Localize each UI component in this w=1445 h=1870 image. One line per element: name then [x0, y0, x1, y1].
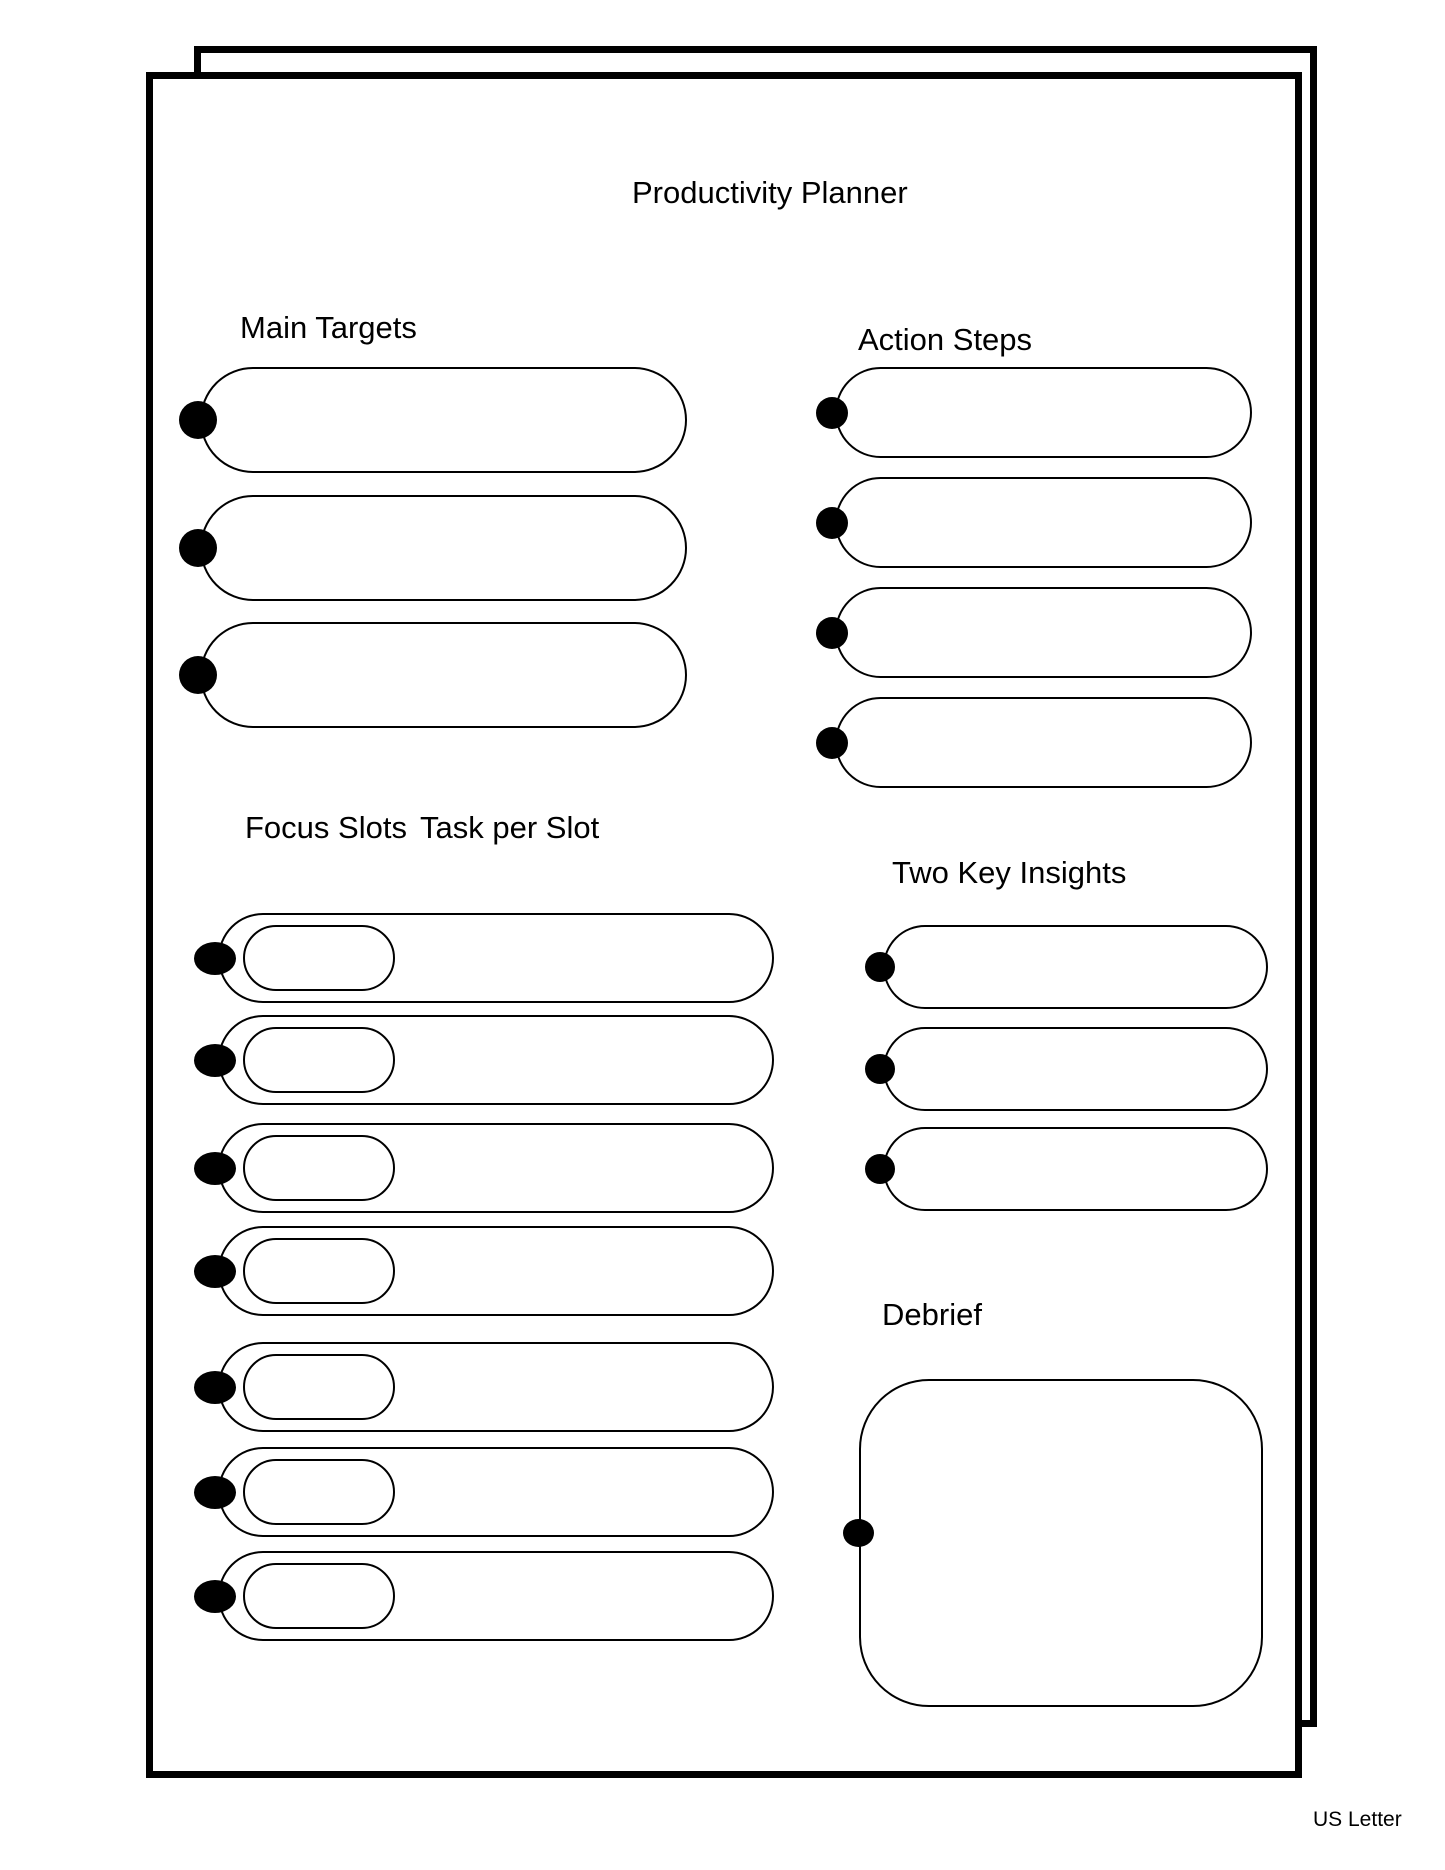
- bullet-dot: [816, 506, 848, 539]
- bullet-dot: [194, 1370, 236, 1404]
- bullet-dot: [179, 401, 217, 439]
- bullet-dot: [865, 1154, 895, 1184]
- bullet-dot: [194, 1254, 236, 1288]
- action-step-field[interactable]: [835, 587, 1252, 678]
- page-title: Productivity Planner: [632, 175, 908, 210]
- task-per-slot-heading: Task per Slot: [420, 810, 600, 845]
- bullet-dot: [194, 941, 236, 975]
- bullet-dot: [194, 1151, 236, 1185]
- action-step-field[interactable]: [835, 367, 1252, 458]
- bullet-dot: [865, 1054, 895, 1084]
- key-insight-field[interactable]: [883, 1027, 1268, 1111]
- main-target-field[interactable]: [200, 622, 687, 728]
- focus-slot-field[interactable]: [243, 1354, 395, 1420]
- focus-slots-heading: Focus Slots: [245, 810, 407, 845]
- debrief-field[interactable]: [859, 1379, 1263, 1707]
- focus-slot-field[interactable]: [243, 1563, 395, 1629]
- focus-slot-field[interactable]: [243, 1238, 395, 1304]
- bullet-dot: [816, 396, 848, 429]
- debrief-heading: Debrief: [882, 1297, 982, 1332]
- bullet-dot: [194, 1043, 236, 1077]
- action-step-field[interactable]: [835, 697, 1252, 788]
- focus-slot-field[interactable]: [243, 1459, 395, 1525]
- main-target-field[interactable]: [200, 367, 687, 473]
- bullet-dot: [179, 656, 217, 694]
- focus-slot-field[interactable]: [243, 1135, 395, 1201]
- bullet-dot: [194, 1579, 236, 1613]
- action-steps-heading: Action Steps: [858, 322, 1033, 357]
- bullet-dot: [843, 1519, 874, 1547]
- main-targets-heading: Main Targets: [240, 310, 417, 345]
- action-step-field[interactable]: [835, 477, 1252, 568]
- paper-size-label: US Letter: [1313, 1808, 1402, 1831]
- two-key-insights-heading: Two Key Insights: [892, 855, 1127, 890]
- key-insight-field[interactable]: [883, 1127, 1268, 1211]
- bullet-dot: [816, 616, 848, 649]
- key-insight-field[interactable]: [883, 925, 1268, 1009]
- bullet-dot: [179, 529, 217, 567]
- focus-slot-field[interactable]: [243, 925, 395, 991]
- bullet-dot: [194, 1475, 236, 1509]
- focus-slot-field[interactable]: [243, 1027, 395, 1093]
- bullet-dot: [816, 726, 848, 759]
- main-target-field[interactable]: [200, 495, 687, 601]
- bullet-dot: [865, 952, 895, 982]
